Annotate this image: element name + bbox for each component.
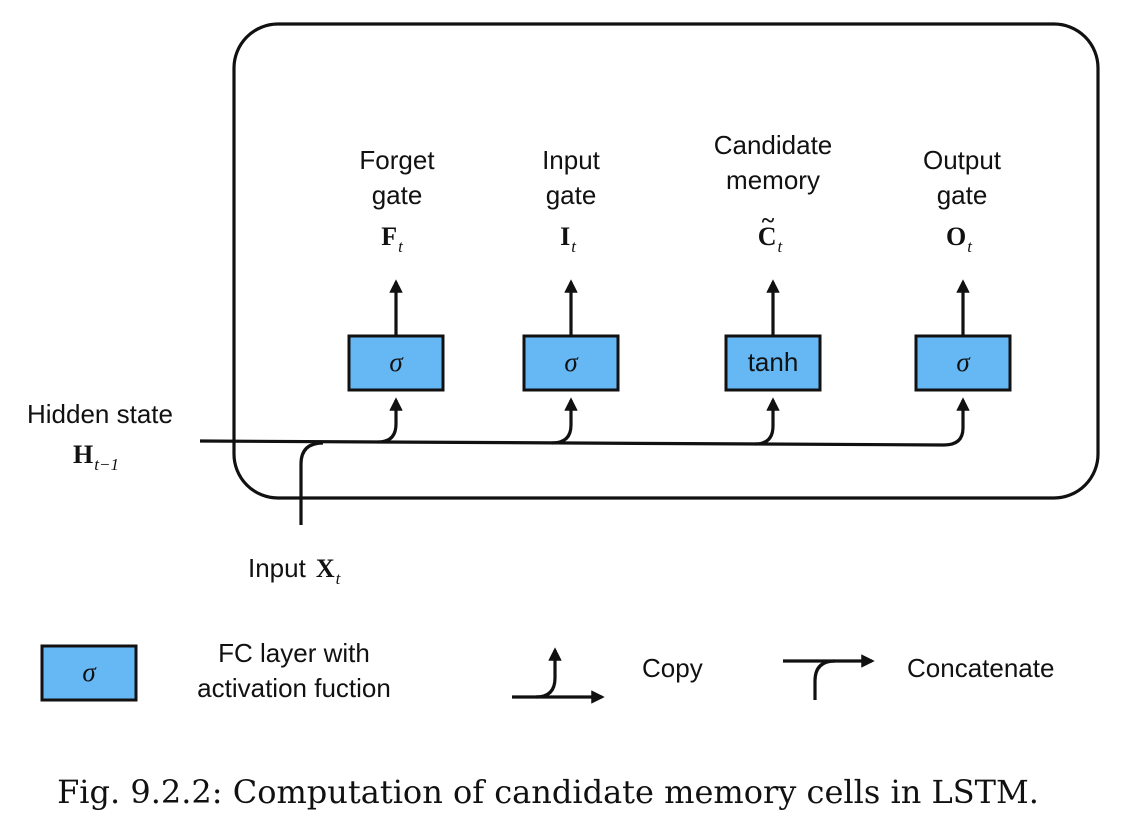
legend-fc-symbol: σ [82,657,97,687]
gate-label-candidate-2: memory [726,165,820,195]
gate-box-input [522,334,620,392]
gate-box-output [914,334,1012,392]
gate-label-input-2: gate [546,180,597,210]
branch-forget [377,397,403,444]
gate-label-forget-2: gate [372,180,423,210]
branch-input [551,397,578,445]
legend-fc-label-1: FC layer with [218,638,370,668]
legend-concat-join [813,659,836,700]
legend-concat-label: Concatenate [907,653,1054,683]
activation-forget: σ [389,347,404,377]
hidden-state-label: Hidden state [27,399,173,429]
lstm-cell-container [232,22,1100,500]
gate-symbol-output: Ot [946,222,973,256]
legend-copy-branch [535,647,562,699]
gate-label-input-1: Input [542,145,601,175]
activation-input: σ [564,347,579,377]
gate-label-output-1: Output [923,145,1002,175]
activation-candidate: tanh [748,347,799,377]
branch-candidate [754,397,780,446]
gate-symbol-candidate: Ct [758,222,784,256]
gate-label-forget-1: Forget [359,145,435,175]
legend-copy-label: Copy [642,653,703,683]
gate-box-forget [347,334,445,392]
candidate-tilde: ~ [762,208,775,234]
hidden-state-symbol: Ht−1 [73,440,119,474]
activation-output: σ [956,347,971,377]
gate-symbol-forget: Ft [381,222,404,256]
gate-label-output-2: gate [937,180,988,210]
gate-symbol-input: It [560,222,577,256]
legend-fc-label-2: activation fuction [197,673,391,703]
hidden-state-line [199,397,970,447]
gate-label-candidate-1: Candidate [714,130,833,160]
input-x-line [299,441,324,525]
figure-caption: Fig. 9.2.2: Computation of candidate mem… [57,773,1039,811]
legend-fc-box [40,644,138,702]
